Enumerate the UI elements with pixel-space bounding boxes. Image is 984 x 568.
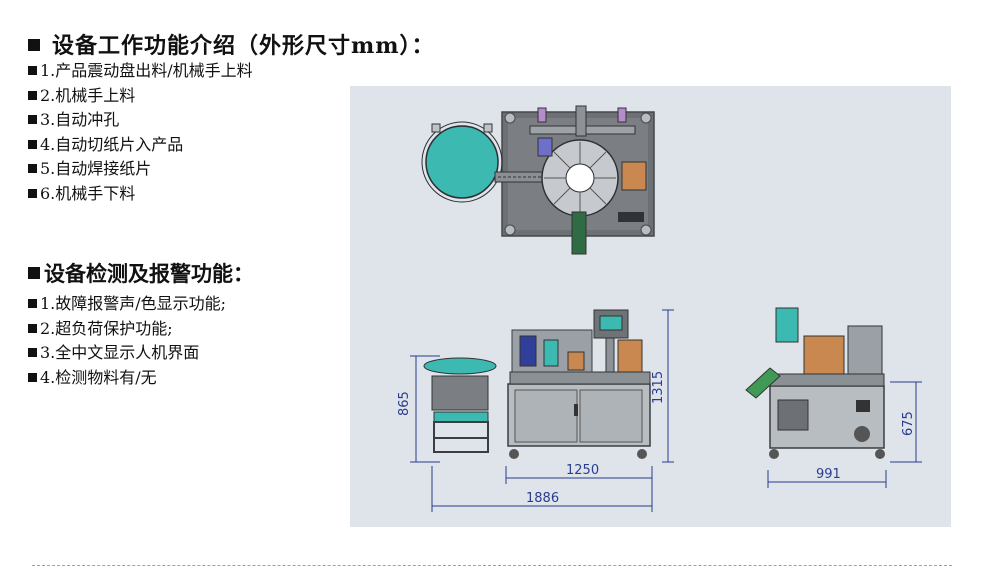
bullet-square-icon (28, 299, 37, 308)
bullet-square-icon (28, 90, 37, 100)
side-view (745, 307, 885, 459)
title-text: 设备工作功能介绍（外形尺寸mm）： (52, 33, 435, 59)
list-item: 5.自动焊接纸片 (28, 157, 253, 182)
front-view (423, 309, 651, 459)
list-item: 1.产品震动盘出料/机械手上料 (28, 59, 253, 84)
bullet-square-icon (28, 267, 40, 279)
list-item: 4.检测物料有/无 (28, 366, 226, 391)
list-item: 4.自动切纸片入产品 (28, 133, 253, 158)
bullet-square-icon (28, 39, 40, 51)
list-item: 2.机械手上料 (28, 84, 253, 109)
dim-machine-width: 1250 (566, 463, 599, 478)
dim-side-width: 991 (816, 467, 841, 482)
function-list: 1.产品震动盘出料/机械手上料 2.机械手上料 3.自动冲孔 4.自动切纸片入产… (28, 59, 253, 207)
dimension-lines (410, 309, 922, 512)
bullet-square-icon (28, 139, 37, 149)
list-item: 3.自动冲孔 (28, 108, 253, 133)
dim-side-height: 675 (901, 411, 916, 436)
detection-heading: 设备检测及报警功能： (28, 258, 254, 288)
dim-total-length: 1886 (526, 491, 559, 506)
top-view (421, 105, 655, 255)
dim-machine-height: 1315 (651, 371, 666, 404)
detection-list: 1.故障报警声/色显示功能; 2.超负荷保护功能; 3.全中文显示人机界面 4.… (28, 292, 226, 390)
bullet-square-icon (28, 66, 37, 75)
list-item: 3.全中文显示人机界面 (28, 341, 226, 366)
bullet-square-icon (28, 323, 37, 333)
bullet-square-icon (28, 188, 37, 198)
bullet-square-icon (28, 348, 37, 358)
machine-drawing-svg: 865 1315 1250 1886 675 991 (397, 105, 922, 512)
bullet-square-icon (28, 164, 37, 174)
machine-drawing: 865 1315 1250 1886 675 991 (350, 86, 951, 527)
bullet-square-icon (28, 372, 37, 382)
list-item: 2.超负荷保护功能; (28, 317, 226, 342)
list-item: 1.故障报警声/色显示功能; (28, 292, 226, 317)
bullet-square-icon (28, 115, 37, 125)
list-item: 6.机械手下料 (28, 182, 253, 207)
dim-feeder-height: 865 (397, 391, 412, 416)
footer-divider (32, 565, 952, 566)
page-title: 设备工作功能介绍（外形尺寸mm）： (28, 28, 435, 60)
